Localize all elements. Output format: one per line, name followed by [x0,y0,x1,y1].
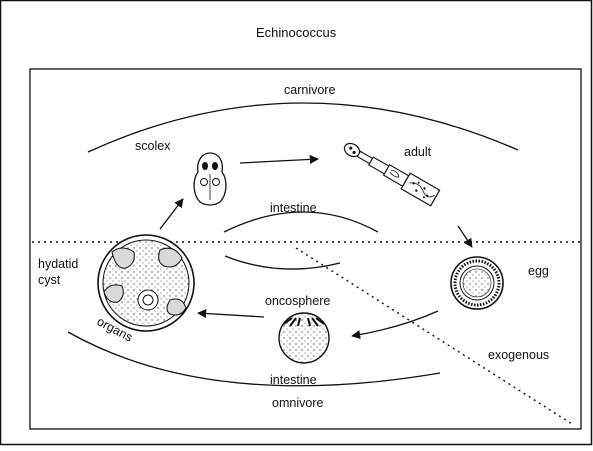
label-exogenous: exogenous [488,348,549,362]
arrow-adult-to-egg [458,226,472,247]
hydatid-cyst-drawing [98,235,194,331]
label-intestine-bottom: intestine [270,373,317,387]
scolex-drawing [194,153,226,205]
label-scolex: scolex [135,139,171,153]
arrow-oncosphere-to-cyst [198,313,264,317]
label-oncosphere: oncosphere [265,294,330,308]
label-hydatid: hydatid [38,257,78,271]
intestine-lower-arc [225,256,340,269]
label-adult: adult [404,145,432,159]
label-omnivore: omnivore [272,396,323,410]
arrow-cyst-to-scolex [160,199,183,229]
label-egg: egg [528,264,549,278]
egg-drawing [451,257,503,309]
label-cyst: cyst [38,273,61,287]
label-intestine-top: intestine [270,201,317,215]
title: Echinococcus [256,25,337,40]
arrow-egg-to-oncosphere [352,311,438,336]
intestine-upper-arc [224,212,378,232]
label-carnivore: carnivore [284,83,335,97]
oncosphere-drawing [279,313,329,363]
arrow-scolex-to-adult [240,159,318,163]
